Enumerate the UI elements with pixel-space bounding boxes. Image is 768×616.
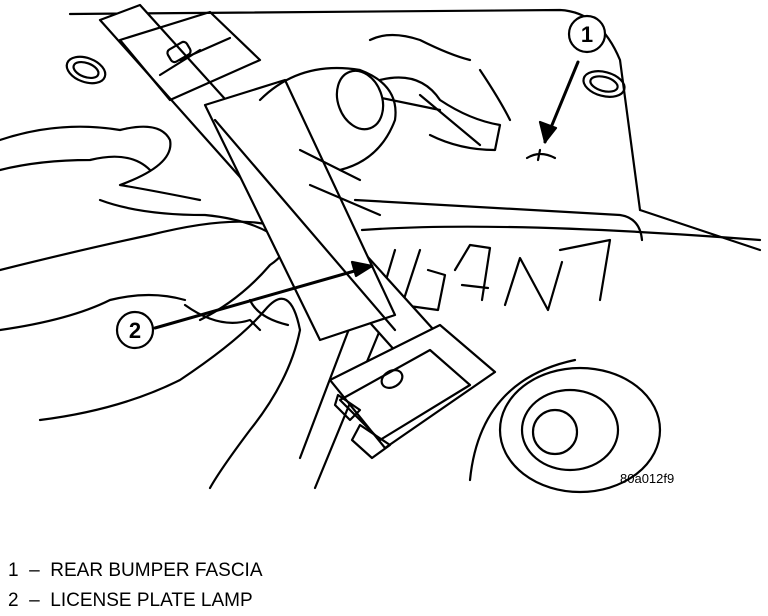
figure-code: 80a012f9 <box>620 471 675 486</box>
callout-1-number: 1 <box>581 22 593 47</box>
legend-row-1: 1 – REAR BUMPER FASCIA <box>8 556 263 586</box>
hand <box>0 125 302 490</box>
legend-num: 2 <box>8 590 19 611</box>
legend-dash: – <box>29 560 40 581</box>
legend-row-2: 2 – LICENSE PLATE LAMP <box>8 586 263 616</box>
callout-2-number: 2 <box>129 318 141 343</box>
license-plate-lamp <box>98 3 502 460</box>
callout-1 <box>525 14 607 162</box>
illustration: 1 2 <box>0 3 762 494</box>
legend-dash: – <box>29 590 40 611</box>
legend-label: REAR BUMPER FASCIA <box>50 560 263 581</box>
legend: 1 – REAR BUMPER FASCIA 2 – LICENSE PLATE… <box>8 556 263 616</box>
callout-2 <box>115 260 374 350</box>
legend-label: LICENSE PLATE LAMP <box>50 590 253 611</box>
legend-num: 1 <box>8 560 19 581</box>
